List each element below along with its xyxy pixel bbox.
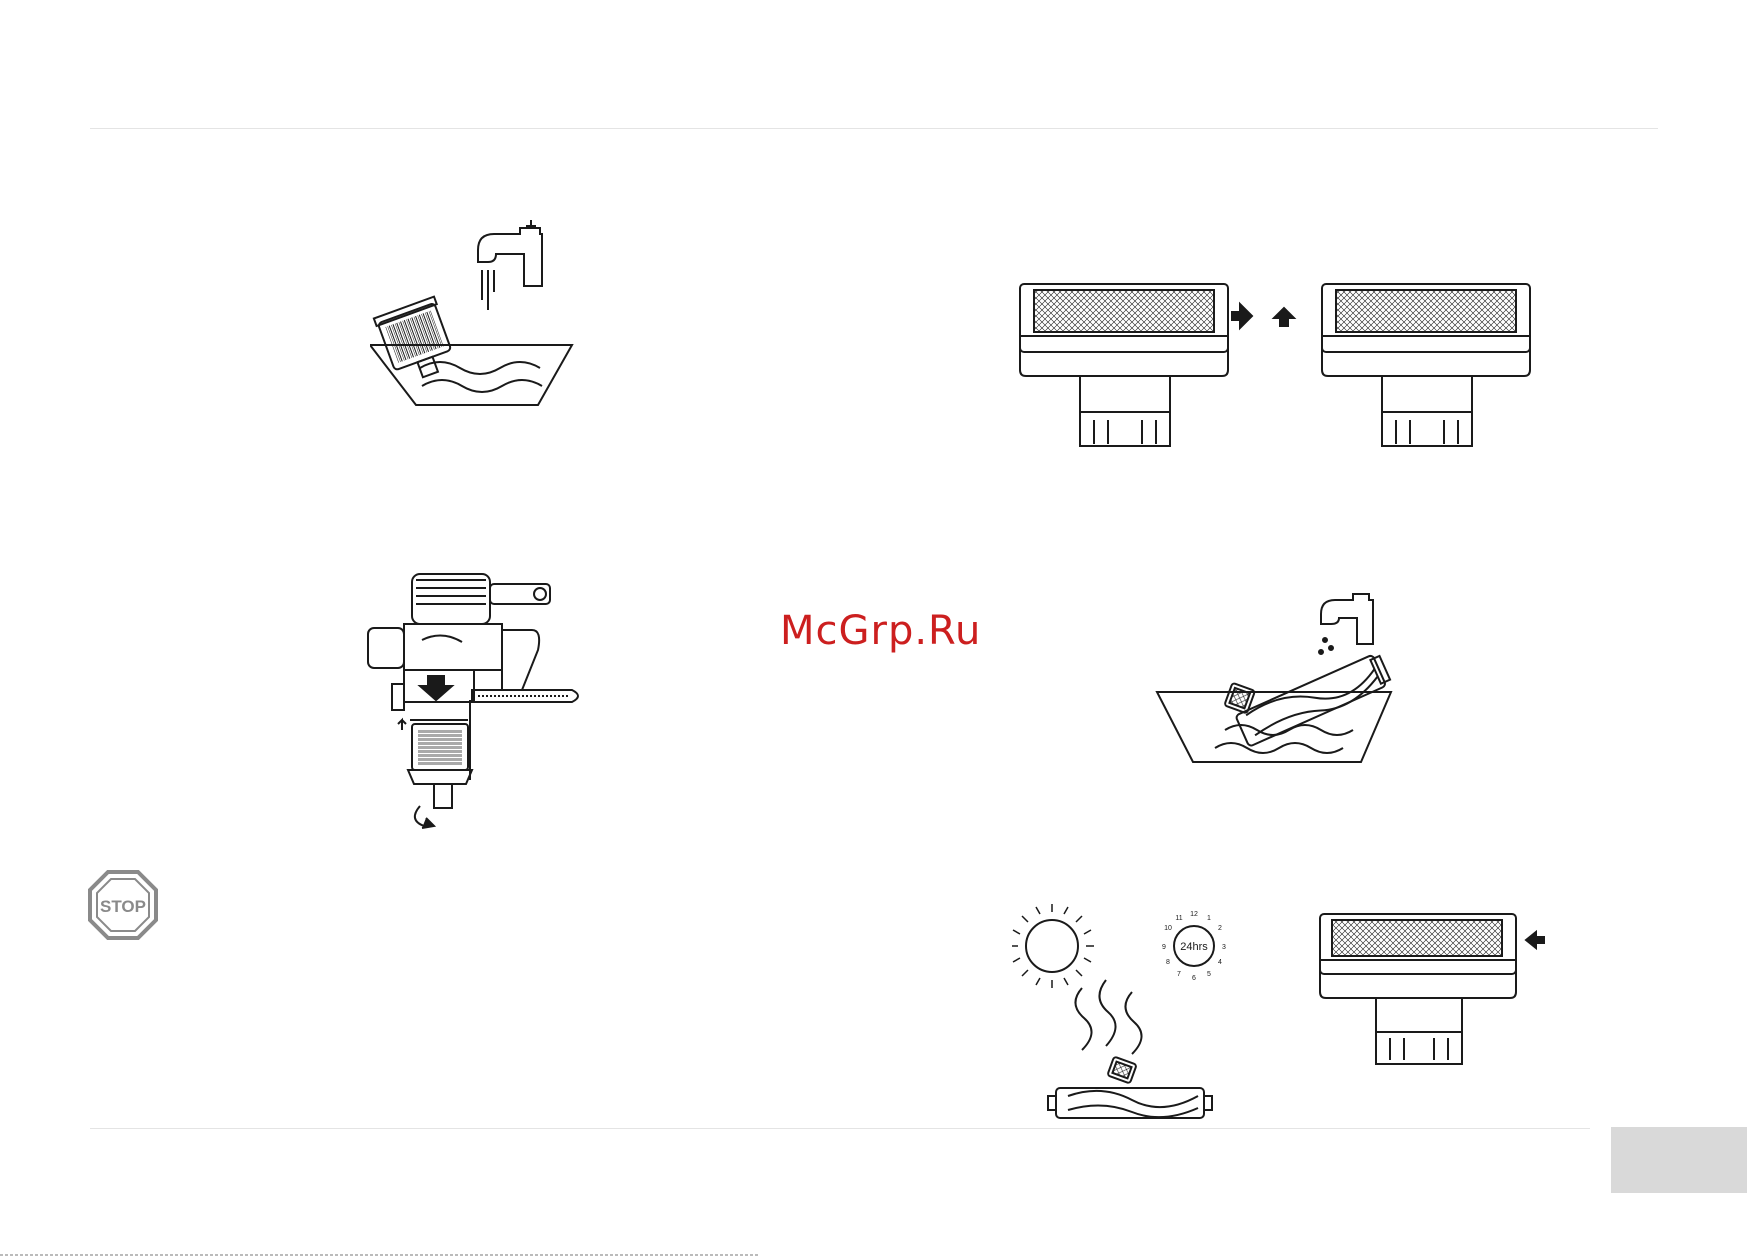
drying-illustration: 24hrs 12 1 2 3 4 5 6 7 8 9 10 11 (1012, 900, 1242, 1120)
filter-removal-illustration (362, 570, 582, 835)
steam-lines (1075, 980, 1141, 1054)
clock-hour: 4 (1218, 959, 1222, 966)
water-tap-icon (1319, 594, 1373, 654)
header-rule (90, 128, 1658, 129)
filter-washing-illustration (370, 220, 590, 410)
clock-hour: 1 (1207, 915, 1211, 922)
watermark: McGrp.Ru (780, 608, 981, 654)
clock-hour: 3 (1222, 944, 1226, 951)
brush-head-right (1322, 284, 1530, 446)
filter-part (374, 297, 459, 387)
clock-hour: 12 (1190, 911, 1198, 918)
clock-hour: 2 (1218, 925, 1222, 932)
roller-washing-illustration (1155, 590, 1415, 765)
brush-head-removal-illustration (1018, 280, 1538, 450)
clock-hour: 10 (1164, 925, 1172, 932)
water-tap-icon (478, 220, 542, 310)
clock-hour: 8 (1166, 959, 1170, 966)
clock-hour: 5 (1207, 971, 1211, 978)
brush-head-left (1020, 284, 1228, 446)
footer-rule (90, 1128, 1590, 1129)
brush-reinsert-illustration (1318, 910, 1548, 1070)
clock-hour: 7 (1177, 971, 1181, 978)
clock-hour: 11 (1175, 915, 1182, 922)
bottom-strip (0, 1254, 760, 1256)
stop-sign-icon: STOP (88, 870, 158, 940)
clock-center-label: 24hrs (1180, 941, 1208, 953)
insert-arrow-icon (1526, 932, 1544, 948)
slide-up-arrows-icon (1232, 304, 1294, 328)
clock-hour: 6 (1192, 975, 1196, 982)
page-number-tab (1611, 1127, 1747, 1193)
sun-icon (1012, 904, 1094, 988)
clock-hour: 9 (1162, 944, 1166, 951)
stop-sign-label: STOP (100, 897, 146, 916)
clock-icon: 24hrs 12 1 2 3 4 5 6 7 8 9 10 11 (1162, 911, 1226, 982)
